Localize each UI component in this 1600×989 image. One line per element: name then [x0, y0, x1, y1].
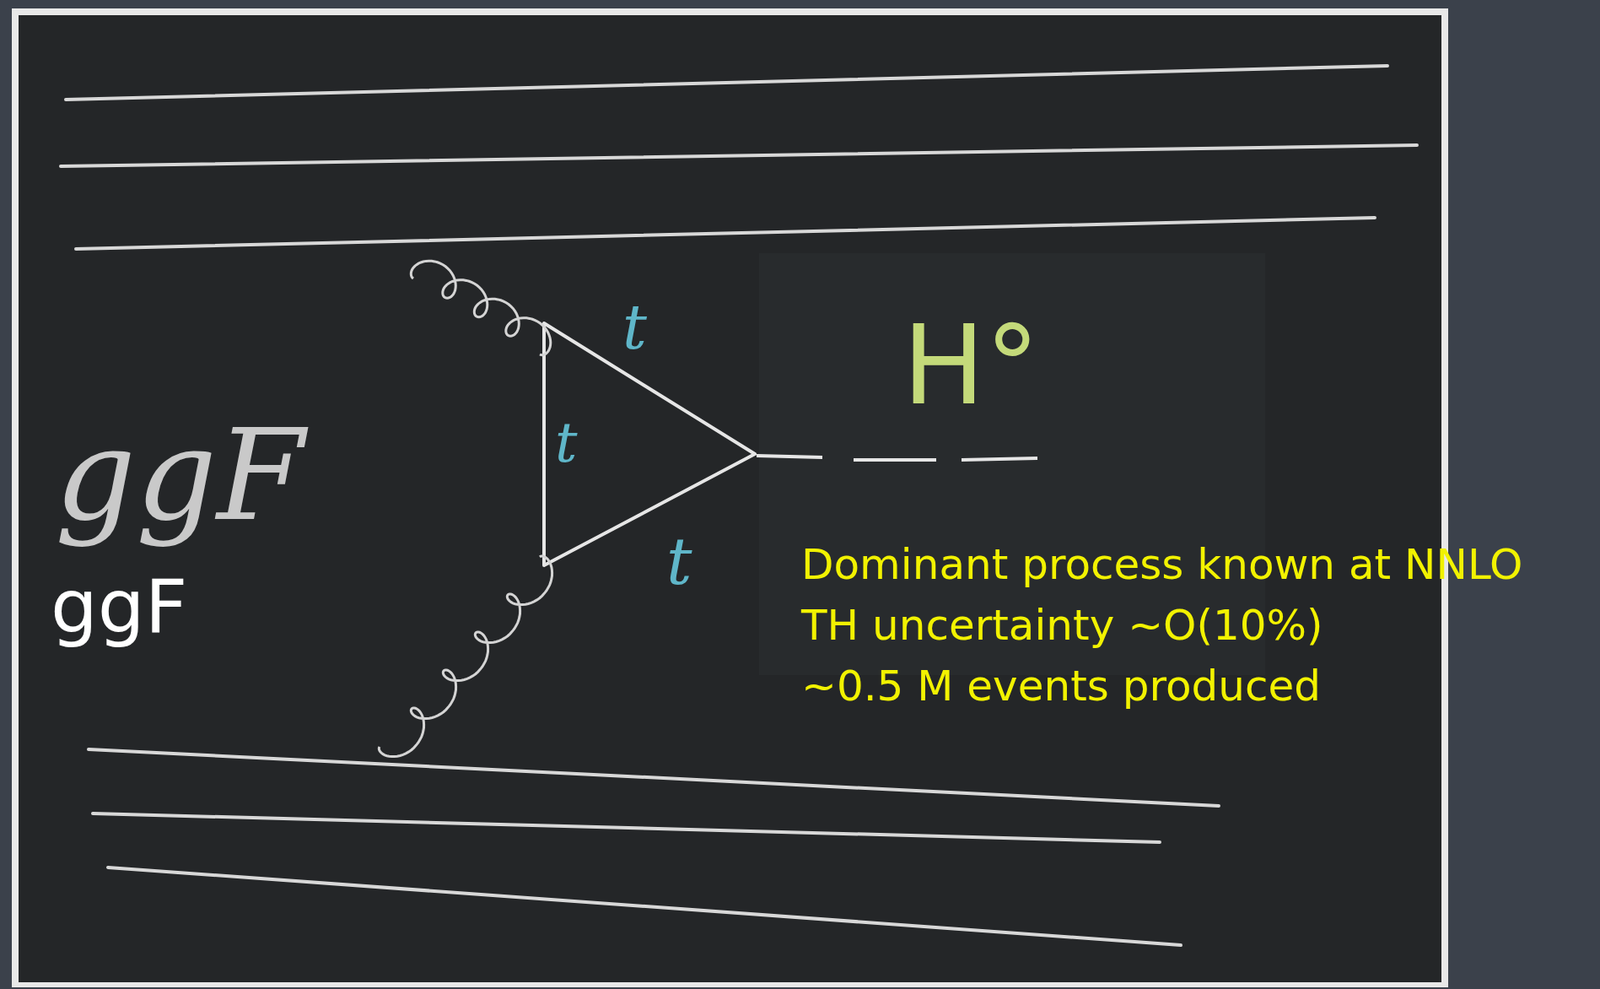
triangle-loop — [544, 323, 755, 566]
quark-label: t — [554, 414, 578, 471]
beam-line — [92, 813, 1160, 842]
note-text: Dominant process known at NNLO — [801, 543, 1523, 586]
higgs-dashed-line — [756, 455, 1038, 460]
note-text: TH uncertainty ~O(10%) — [801, 603, 1324, 647]
process-label: ggF — [50, 569, 188, 644]
chalk-process-label: ggF — [54, 411, 305, 539]
top-quark-loop — [544, 323, 755, 566]
quark-label: t — [622, 296, 647, 358]
higgs-label: H° — [902, 310, 1040, 421]
gluon-line — [410, 260, 551, 356]
photo-frame — [11, 8, 1449, 987]
blackboard — [18, 15, 1442, 982]
beam-line — [65, 65, 1388, 100]
beam-line — [75, 217, 1375, 249]
note-text: ~0.5 M events produced — [801, 664, 1321, 707]
quark-label: t — [666, 529, 693, 594]
beam-line — [88, 748, 1219, 806]
gluon-line — [378, 555, 552, 757]
beam-line — [60, 145, 1417, 167]
beam-line — [107, 867, 1181, 945]
